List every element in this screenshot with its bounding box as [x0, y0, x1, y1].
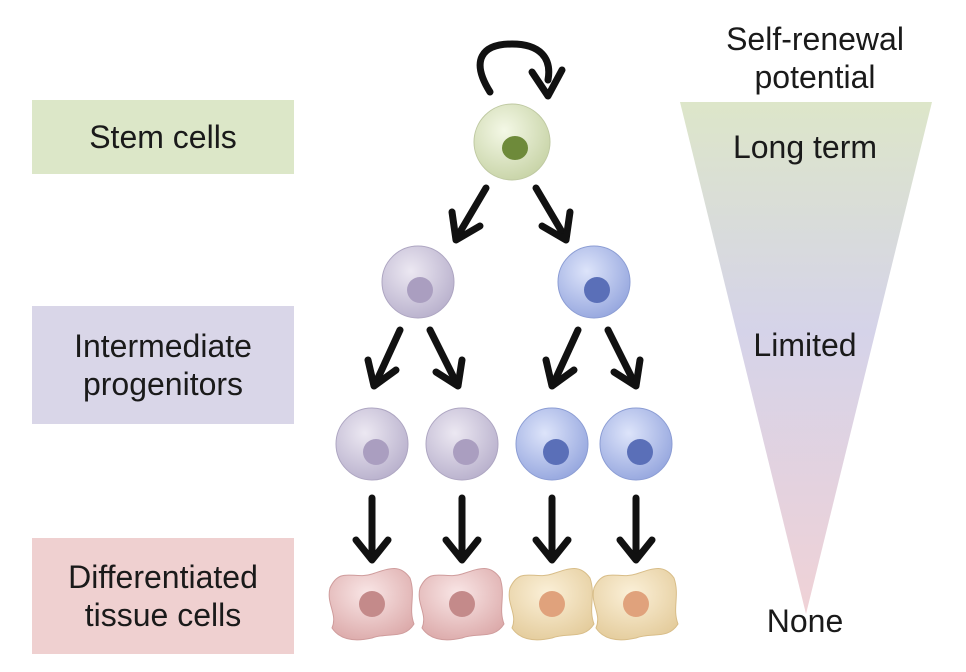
differentiated-label-line2: tissue cells [84, 597, 242, 633]
progenitor-cell-purple [381, 245, 455, 319]
arrows-level-1 [448, 184, 574, 244]
self-renewal-title-line2: potential [754, 59, 876, 95]
progenitor-cell-purple-2a [335, 407, 409, 481]
self-renewal-arrow [476, 40, 553, 96]
differentiated-cell-pink-2 [418, 568, 505, 641]
self-renewal-title-line1: Self-renewal [726, 21, 904, 57]
none-label: None [766, 603, 844, 639]
intermediate-label-line1: Intermediate [74, 328, 252, 364]
stem-cells-label: Stem cells [89, 119, 237, 155]
self-renewal-title: Self-renewal potential [690, 20, 940, 96]
arrows-level-2 [364, 326, 644, 390]
long-term-label: Long term [732, 129, 878, 165]
differentiated-cell-tan-1 [508, 568, 595, 641]
stem-cell [473, 103, 551, 181]
intermediate-progenitors-label-box: Intermediate progenitors [32, 306, 294, 424]
progenitor-cell-blue-2a [515, 407, 589, 481]
self-renewal-arrowhead [528, 66, 566, 100]
differentiated-cell-pink-1 [328, 568, 415, 641]
differentiated-cell-tan-2 [592, 568, 679, 641]
progenitor-cell-blue [557, 245, 631, 319]
progenitor-cell-purple-2b [425, 407, 499, 481]
self-renewal-gradient-triangle [680, 102, 932, 614]
differentiated-label-line1: Differentiated [68, 559, 258, 595]
progenitor-cell-blue-2b [599, 407, 673, 481]
stem-cells-label-box: Stem cells [32, 100, 294, 174]
limited-label: Limited [753, 327, 857, 363]
arrows-level-3 [352, 494, 656, 564]
intermediate-label-line2: progenitors [82, 366, 244, 402]
differentiated-cells-label-box: Differentiated tissue cells [32, 538, 294, 654]
